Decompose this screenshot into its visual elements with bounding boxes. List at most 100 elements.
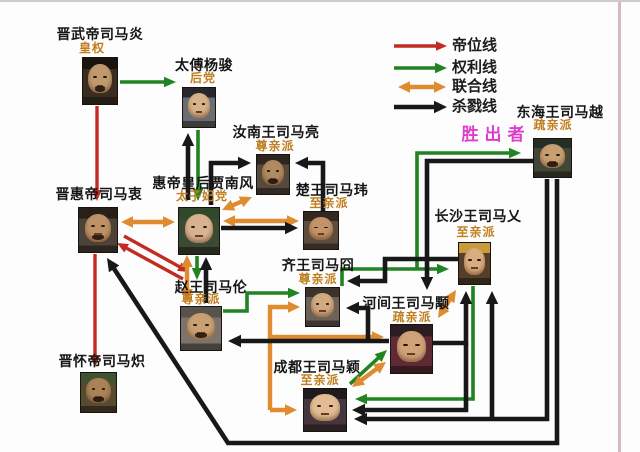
edge-kill-jia-nanfeng-to-sima-wei-arrowhead bbox=[285, 221, 298, 235]
portrait-yang-jun bbox=[182, 87, 216, 128]
edge-alliance-sima-jiong-to-sima-ying-arrowhead bbox=[285, 404, 297, 416]
face-sima-lun bbox=[187, 312, 215, 341]
edge-alliance-jia-nanfeng-to-sima-lun-arrowhead bbox=[181, 255, 193, 267]
face-sima-jiong bbox=[310, 292, 335, 318]
edge-power-sima-jiong-to-sima-yi bbox=[340, 267, 442, 286]
edge-kill-jia-nanfeng-to-sima-liang bbox=[208, 160, 244, 205]
edge-alliance-jia-nanfeng-to-sima-liang-arrowhead bbox=[238, 196, 252, 208]
faction-label-jia-nanfeng: 太子妃党 bbox=[175, 189, 229, 203]
person-name-sima-wei: 楚王司马玮 bbox=[295, 182, 369, 198]
face-sima-liang bbox=[261, 160, 285, 186]
face-jia-nanfeng bbox=[185, 213, 213, 244]
edge-kill-sima-wei-to-sima-liang-arrowhead bbox=[295, 156, 308, 170]
legend-arrow-kill-arrowhead bbox=[434, 100, 447, 114]
legend-item-succession-label: 帝位线 bbox=[452, 37, 498, 54]
faction-label-yang-jun: 后党 bbox=[189, 71, 217, 85]
person-name-sima-yue: 东海王司马越 bbox=[516, 104, 604, 120]
faction-label-sima-liang: 尊亲派 bbox=[255, 139, 295, 153]
edge-kill-sima-yi-to-sima-jiong bbox=[354, 256, 458, 284]
person-name-sima-lun: 赵王司马伦 bbox=[174, 279, 248, 295]
face-sima-yong bbox=[397, 331, 426, 362]
edge-power-sima-yi-to-sima-ying-arrowhead bbox=[355, 393, 367, 405]
edge-kill-sima-yue-to-sima-yong-arrowhead bbox=[420, 277, 434, 290]
legend-item-kill-label: 杀戮线 bbox=[452, 98, 498, 115]
edge-power-sima-yi-to-sima-ying bbox=[362, 286, 475, 401]
edge-alliance-sima-yong-to-sima-yi-arrowhead bbox=[438, 304, 450, 318]
legend-arrow-succession-arrowhead bbox=[436, 41, 447, 51]
edge-alliance-jia-nanfeng-to-sima-wei-arrowhead bbox=[287, 215, 299, 227]
portrait-sima-jiong bbox=[305, 287, 340, 327]
portrait-sima-liang bbox=[256, 154, 290, 195]
portrait-sima-yue bbox=[533, 138, 572, 178]
edge-kill-sima-yue-to-sima-zhong-arrowhead bbox=[107, 258, 120, 273]
edge-power-sima-ying-to-sima-yong bbox=[348, 353, 383, 386]
faction-label-sima-yong: 疏亲派 bbox=[392, 310, 432, 324]
face-sima-yue bbox=[539, 143, 566, 169]
legend-item-alliance-label: 联合线 bbox=[452, 78, 498, 95]
face-sima-yi bbox=[463, 248, 486, 275]
portrait-sima-wei bbox=[303, 211, 339, 250]
person-name-sima-yi: 长沙王司马乂 bbox=[434, 208, 522, 224]
edge-alliance-sima-zhong-to-jia-nanfeng-arrowhead bbox=[121, 216, 133, 228]
portrait-jia-nanfeng bbox=[178, 207, 220, 255]
edge-power-sima-lun-to-sima-jiong-arrowhead bbox=[288, 287, 300, 299]
edge-alliance-sima-ying-to-sima-jiong-arrowhead bbox=[288, 301, 300, 313]
edge-alliance-sima-ying-to-sima-yong-arrowhead bbox=[352, 375, 366, 387]
person-name-sima-liang: 汝南王司马亮 bbox=[232, 124, 320, 140]
edge-succession-sima-lun-to-sima-zhong bbox=[121, 244, 184, 281]
edge-power-sima-jiong-to-sima-yi-arrowhead bbox=[437, 263, 449, 275]
edge-kill-sima-yi-to-sima-jiong-arrowhead bbox=[347, 274, 360, 288]
edge-kill-jia-nanfeng-to-yang-jun-arrowhead bbox=[181, 133, 195, 146]
faction-label-sima-wei: 至亲派 bbox=[309, 196, 349, 210]
edge-alliance-sima-ying-to-sima-jiong bbox=[267, 304, 293, 410]
edge-alliance-jia-nanfeng-to-sima-lun-arrowhead bbox=[181, 289, 193, 301]
faction-label-sima-ying: 至亲派 bbox=[300, 373, 340, 387]
portrait-sima-chi bbox=[80, 372, 117, 413]
edge-alliance-jia-nanfeng-to-sima-wei-arrowhead bbox=[223, 215, 235, 227]
portrait-sima-yi bbox=[458, 242, 491, 285]
faction-label-sima-yan: 皇权 bbox=[78, 41, 106, 55]
portrait-sima-lun bbox=[180, 306, 222, 351]
legend-arrow-alliance-arrowhead bbox=[398, 81, 410, 93]
edge-kill-sima-yong-to-sima-ying bbox=[359, 343, 469, 413]
edge-kill-jia-nanfeng-to-sima-liang-arrowhead bbox=[238, 156, 251, 170]
edge-power-yang-jun-to-jia-nanfeng-arrowhead bbox=[192, 189, 204, 201]
edge-alliance-sima-ying-to-sima-yong-arrowhead bbox=[372, 362, 386, 374]
frame-top-border bbox=[0, 0, 640, 2]
frame-right-border bbox=[618, 2, 621, 452]
face-sima-chi bbox=[86, 378, 111, 404]
portrait-sima-zhong bbox=[78, 207, 118, 253]
edge-kill-sima-yue-to-sima-yi-arrowhead bbox=[485, 291, 499, 304]
edge-kill-sima-yue-to-sima-yong bbox=[424, 158, 533, 283]
person-name-sima-ying: 成都王司马颖 bbox=[273, 359, 361, 375]
edge-kill-sima-yue-to-sima-ying bbox=[361, 179, 550, 422]
edge-succession-sima-yan-to-sima-zhong-arrowhead bbox=[92, 190, 102, 201]
edge-power-sima-jiong-to-sima-yue bbox=[415, 151, 514, 269]
edge-power-sima-yan-to-yang-jun-arrowhead bbox=[164, 76, 176, 88]
edge-kill-sima-yong-to-sima-jiong-arrowhead bbox=[346, 301, 359, 315]
legend-arrow-power-arrowhead bbox=[435, 62, 447, 74]
edge-power-sima-jiong-to-sima-yue-arrowhead bbox=[509, 147, 521, 159]
edge-alliance-sima-zhong-to-jia-nanfeng-arrowhead bbox=[163, 216, 175, 228]
edge-kill-sima-yue-to-sima-ying-arrowhead bbox=[354, 412, 367, 426]
edge-kill-sima-yong-to-sima-ying-arrowhead bbox=[352, 403, 365, 417]
legend-item-power-label: 权利线 bbox=[452, 59, 498, 76]
edge-succession-sima-zhong-to-sima-lun bbox=[123, 234, 185, 271]
edge-kill-sima-yong-to-sima-lun-arrowhead bbox=[228, 334, 241, 348]
edge-power-jia-nanfeng-to-sima-lun-arrowhead bbox=[191, 268, 203, 280]
portrait-sima-yong bbox=[390, 324, 433, 374]
edge-succession-sima-zhong-to-sima-chi-arrowhead bbox=[90, 356, 100, 367]
portrait-sima-ying bbox=[303, 388, 347, 432]
face-sima-wei bbox=[309, 216, 333, 241]
edge-kill-sima-yue-to-sima-zhong bbox=[109, 179, 560, 446]
face-sima-yan bbox=[88, 63, 112, 94]
person-name-jia-nanfeng: 惠帝皇后贾南风 bbox=[152, 175, 254, 191]
person-name-sima-yong: 河间王司马颙 bbox=[362, 295, 450, 311]
edge-power-sima-ying-to-sima-yong-arrowhead bbox=[374, 350, 387, 362]
face-sima-zhong bbox=[84, 213, 112, 242]
edge-alliance-jia-nanfeng-to-sima-liang-arrowhead bbox=[222, 199, 236, 211]
edge-alliance-sima-yong-to-sima-yi-arrowhead bbox=[444, 290, 456, 304]
